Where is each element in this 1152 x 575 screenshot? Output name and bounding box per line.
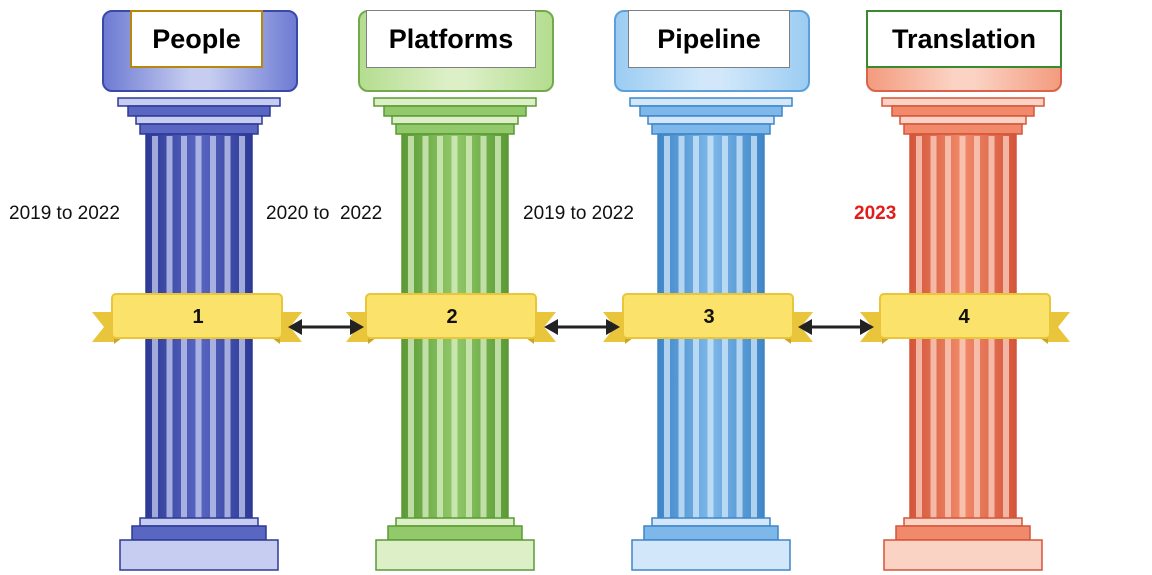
pillar-number: 3 xyxy=(703,306,715,328)
column-shaft xyxy=(629,97,793,571)
double-arrow-icon xyxy=(798,319,874,335)
ribbon-banner-4 xyxy=(860,293,1070,344)
year-range-people: 2019 to 2022 xyxy=(9,203,120,224)
ribbon-banner-2 xyxy=(346,293,556,344)
column-shaft xyxy=(117,97,281,571)
capital xyxy=(117,97,281,135)
capital xyxy=(373,97,537,135)
year-range-platforms: 2020 to 2022 xyxy=(266,203,383,224)
pillar-pipeline: Pipeline xyxy=(592,0,832,575)
pillar-title: Pipeline xyxy=(628,10,790,68)
pillar-people: People xyxy=(80,0,320,575)
pillar-translation: Translation xyxy=(844,0,1084,575)
double-arrow-icon xyxy=(544,319,620,335)
double-arrow-icon xyxy=(288,319,364,335)
column-shaft xyxy=(881,97,1045,571)
pillar-title: Platforms xyxy=(366,10,536,68)
capital xyxy=(629,97,793,135)
year-range-translation: 2023 xyxy=(854,203,897,224)
pillar-title: People xyxy=(130,10,263,68)
ribbon-banner-1 xyxy=(92,293,302,344)
year-range-pipeline: 2019 to 2022 xyxy=(523,203,634,224)
base xyxy=(119,517,279,571)
pillar-number: 1 xyxy=(192,306,204,328)
capital xyxy=(881,97,1045,135)
base xyxy=(375,517,535,571)
pillar-platforms: Platforms xyxy=(336,0,576,575)
pillar-title: Translation xyxy=(866,10,1062,68)
pillar-number: 2 xyxy=(446,306,458,328)
base xyxy=(631,517,791,571)
pillar-number: 4 xyxy=(958,306,970,328)
base xyxy=(883,517,1043,571)
column-shaft xyxy=(373,97,537,571)
